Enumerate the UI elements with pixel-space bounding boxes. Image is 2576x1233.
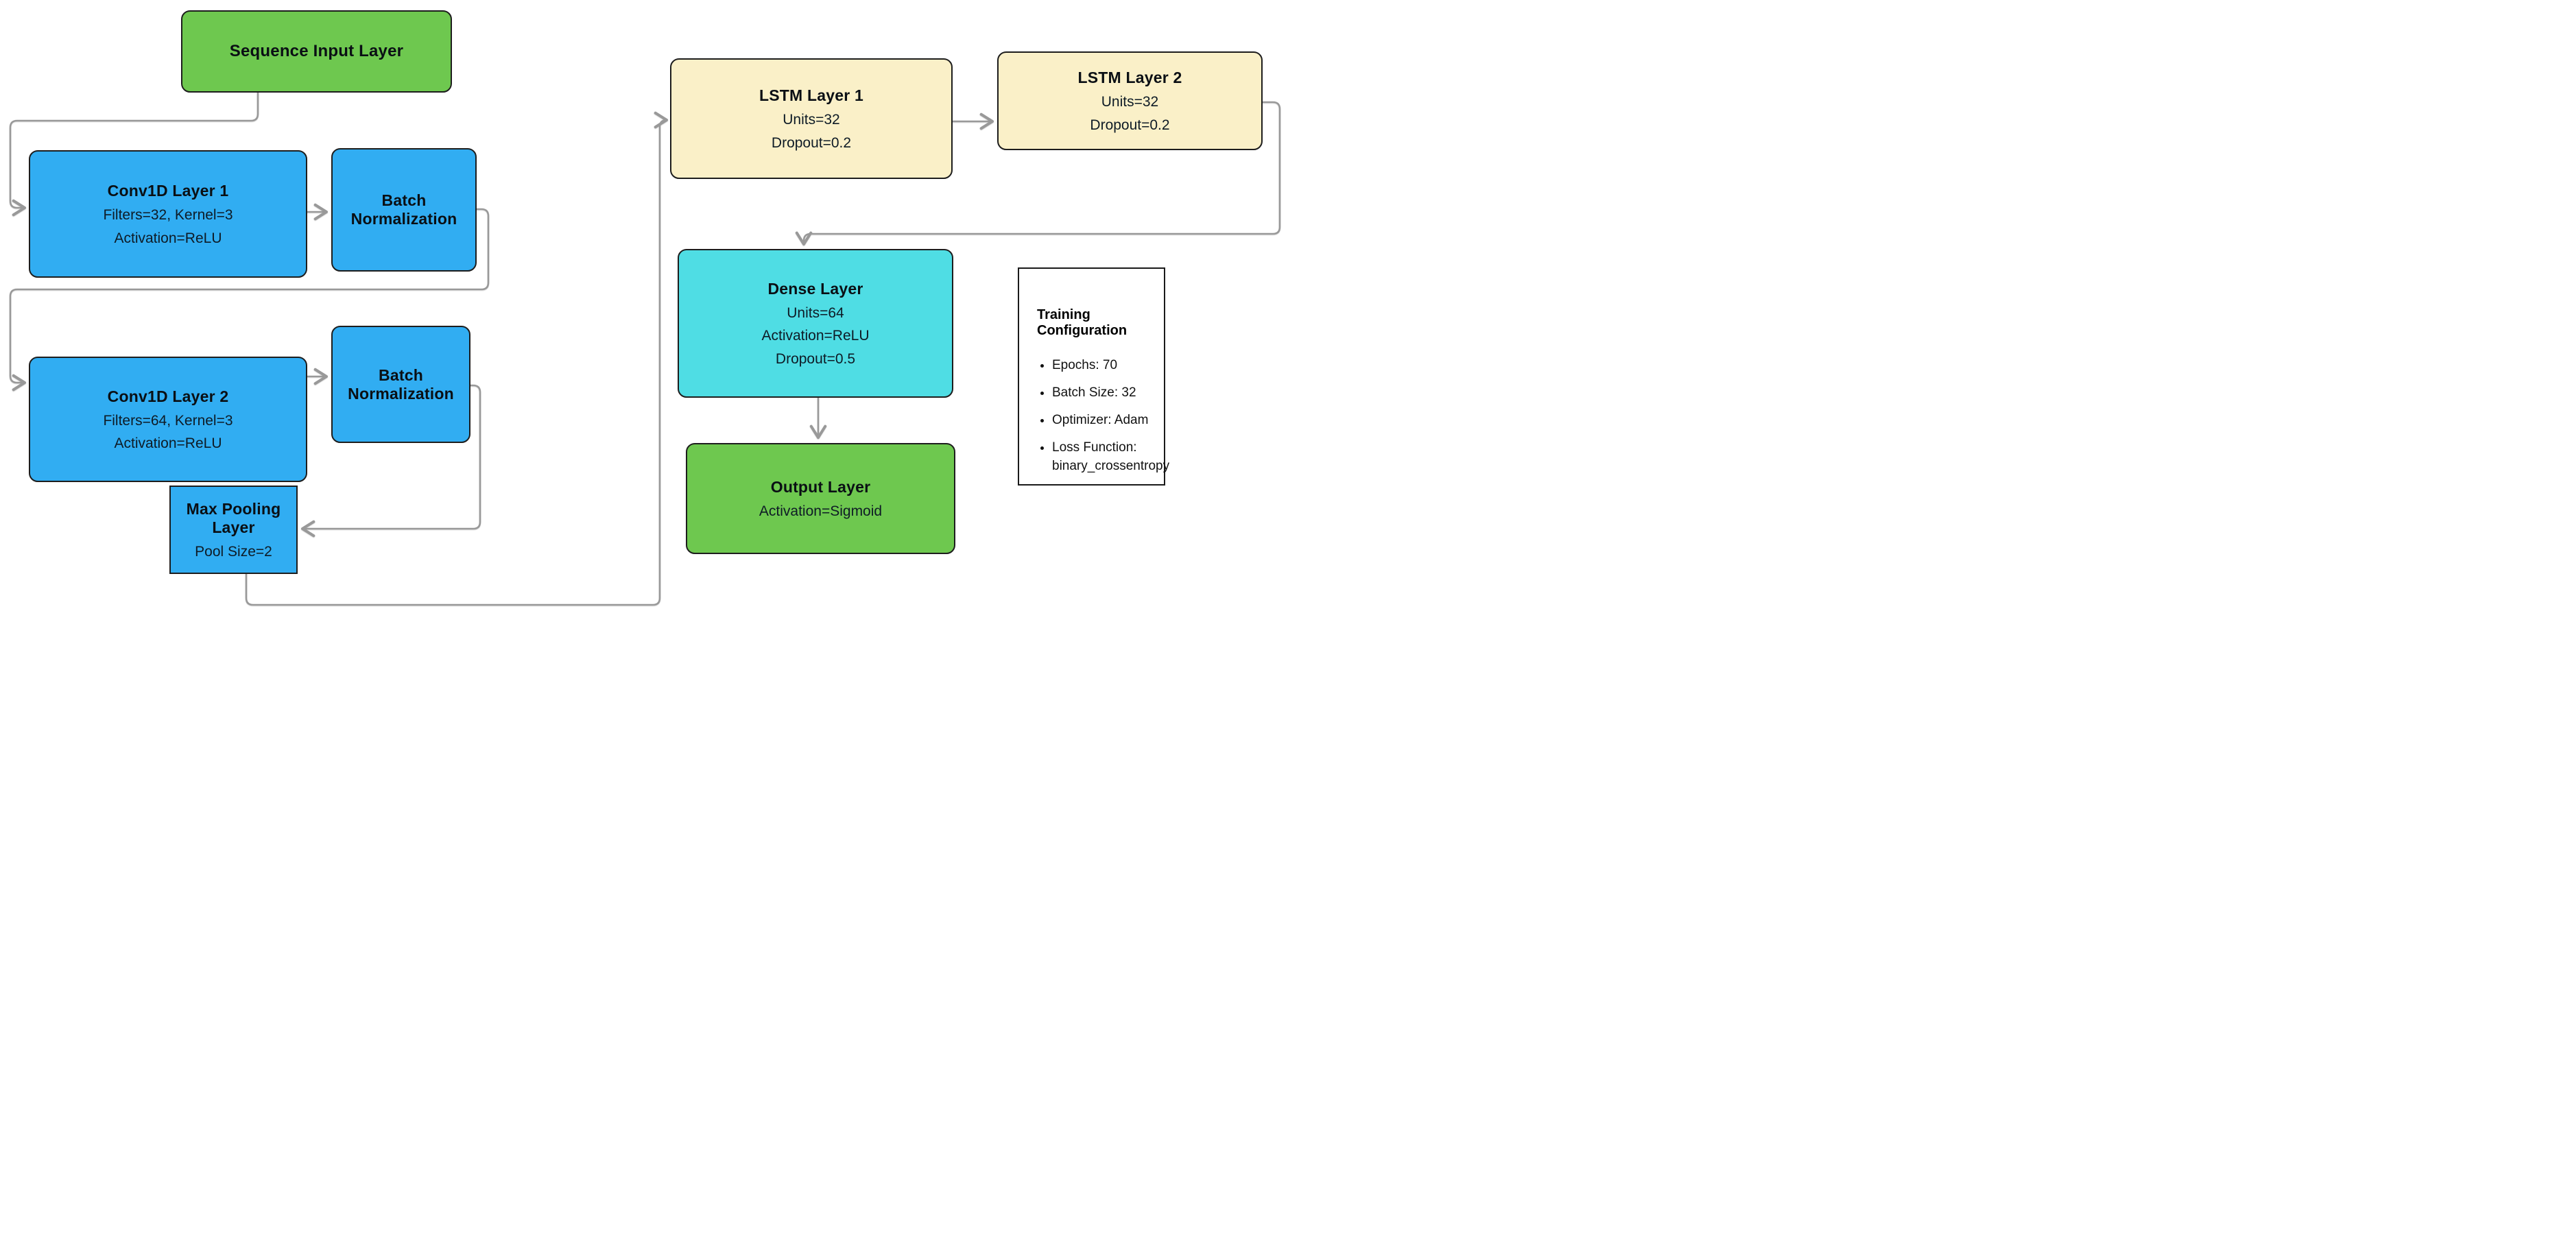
training-configuration-list: Epochs: 70 Batch Size: 32 Optimizer: Ada…: [1037, 357, 1169, 476]
node-param-line: Units=32: [1101, 94, 1159, 110]
node-conv1d-layer-2: Conv1D Layer 2 Filters=64, Kernel=3 Acti…: [29, 357, 307, 482]
node-conv1d-layer-1: Conv1D Layer 1 Filters=32, Kernel=3 Acti…: [29, 150, 307, 278]
config-item-loss-function: Loss Function: binary_crossentropy: [1052, 439, 1169, 476]
node-param-line: Dropout=0.2: [1090, 117, 1170, 133]
node-title: Batch Normalization: [348, 366, 454, 403]
node-title: Conv1D Layer 2: [107, 387, 229, 405]
node-title: Dense Layer: [767, 280, 863, 298]
node-param-line: Filters=64, Kernel=3: [103, 412, 233, 429]
node-title: LSTM Layer 2: [1077, 69, 1182, 87]
node-param-line: Pool Size=2: [195, 543, 272, 560]
node-param-line: Filters=32, Kernel=3: [103, 207, 233, 224]
node-param-line: Activation=ReLU: [114, 230, 222, 246]
node-param-line: Units=32: [783, 112, 840, 128]
node-title: Sequence Input Layer: [229, 42, 404, 60]
connectors-layer: [9, 91, 1281, 606]
node-param-line: Activation=ReLU: [114, 435, 222, 451]
node-title: LSTM Layer 1: [759, 86, 863, 105]
config-item-optimizer: Optimizer: Adam: [1052, 411, 1152, 430]
model-architecture-diagram: Sequence Input Layer Conv1D Layer 1 Filt…: [0, 0, 1288, 616]
config-item-batch-size: Batch Size: 32: [1052, 384, 1152, 403]
node-param-line: Dropout=0.2: [771, 134, 852, 151]
node-param-line: Activation=ReLU: [761, 328, 870, 344]
connector-batchnorm1-to-conv2: [9, 208, 490, 392]
connector-batchnorm2-to-maxpool: [300, 384, 481, 538]
node-lstm-layer-1: LSTM Layer 1 Units=32 Dropout=0.2: [670, 58, 953, 179]
node-param-line: Units=64: [787, 305, 844, 322]
connector-lstm2-to-dense: [795, 101, 1281, 246]
training-configuration-panel: Training Configuration Epochs: 70 Batch …: [1018, 267, 1169, 486]
node-sequence-input-layer: Sequence Input Layer: [181, 10, 452, 93]
node-title: Conv1D Layer 1: [107, 182, 229, 200]
node-title: Max Pooling Layer: [186, 499, 281, 536]
node-output-layer: Output Layer Activation=Sigmoid: [686, 443, 955, 554]
node-title: Batch Normalization: [350, 191, 457, 228]
connector-maxpool-to-lstm1: [245, 111, 669, 606]
node-param-line: Dropout=0.5: [775, 350, 856, 367]
node-batch-normalization-1: Batch Normalization: [331, 148, 477, 272]
node-param-line: Activation=Sigmoid: [759, 503, 883, 519]
node-title: Output Layer: [770, 477, 871, 496]
node-lstm-layer-2: LSTM Layer 2 Units=32 Dropout=0.2: [997, 51, 1263, 150]
connector-input-to-conv1: [9, 91, 259, 217]
training-configuration-title: Training Configuration: [1037, 307, 1128, 338]
node-dense-layer: Dense Layer Units=64 Activation=ReLU Dro…: [678, 249, 953, 398]
config-item-epochs: Epochs: 70: [1052, 357, 1152, 375]
node-batch-normalization-2: Batch Normalization: [331, 326, 470, 443]
node-max-pooling-layer: Max Pooling Layer Pool Size=2: [169, 486, 298, 574]
